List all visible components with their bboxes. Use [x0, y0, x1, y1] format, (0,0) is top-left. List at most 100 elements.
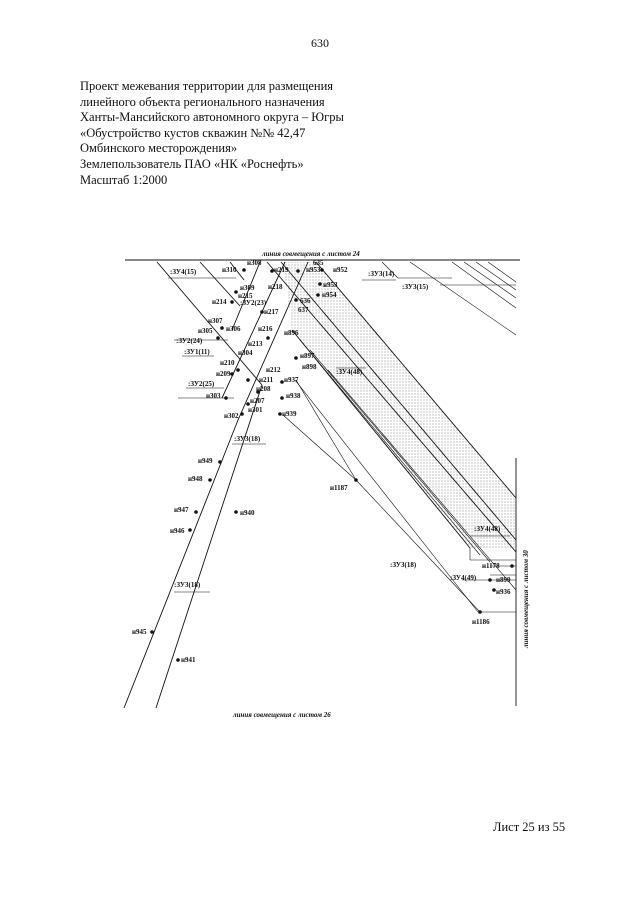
survey-point — [294, 298, 298, 302]
header-line: Землепользователь ПАО «НК «Роснефть» — [80, 156, 304, 171]
survey-point — [208, 478, 212, 482]
survey-point — [280, 380, 284, 384]
survey-point — [194, 510, 198, 514]
point-label: н946 — [170, 527, 185, 535]
point-label: н947 — [174, 506, 189, 514]
point-label: н305 — [198, 327, 213, 335]
point-label: н896 — [284, 329, 299, 337]
parcel-label: :ЗУ2(25) — [188, 380, 215, 388]
point-label: н948 — [188, 475, 203, 483]
point-label: н219 — [274, 266, 289, 274]
parcel-label: :ЗУ2(24) — [176, 337, 203, 345]
point-label: н940 — [240, 509, 255, 517]
survey-point — [246, 378, 250, 382]
point-label: н308 — [247, 259, 262, 267]
point-label: 636 — [300, 297, 311, 305]
header-line: линейного объекта регионального назначен… — [80, 94, 325, 109]
survey-point — [488, 578, 492, 582]
point-label: н301 — [248, 406, 263, 414]
survey-point — [234, 510, 238, 514]
survey-point — [236, 368, 240, 372]
survey-point — [294, 356, 298, 360]
point-label: н217 — [264, 308, 279, 316]
point-label: н218 — [268, 283, 283, 291]
parcel-label: :ЗУ3(15) — [402, 283, 429, 291]
scale-label: Масштаб 1:2000 — [80, 172, 168, 187]
point-label: н212 — [266, 366, 281, 374]
point-label: н309 — [240, 284, 255, 292]
point-label: н307 — [208, 317, 223, 325]
survey-point — [320, 268, 324, 272]
parcel-label: :ЗУ3(18) — [234, 435, 261, 443]
parcel-label: :ЗУ3(14) — [368, 270, 395, 278]
point-label: н941 — [181, 656, 196, 664]
point-label: н303 — [206, 392, 221, 400]
survey-point — [266, 336, 270, 340]
point-label: н216 — [258, 325, 273, 333]
point-label: н1187 — [330, 484, 348, 492]
point-label: н937 — [284, 376, 299, 384]
match-line-right-label: линия совмещения с листом 30 — [522, 550, 530, 649]
header-line: «Обустройство кустов скважин №№ 42,47 — [80, 125, 306, 140]
match-line-bottom-label: линия совмещения с листом 26 — [232, 711, 331, 719]
survey-point — [150, 630, 154, 634]
survey-point — [280, 396, 284, 400]
survey-point — [176, 658, 180, 662]
page-number: 630 — [311, 36, 329, 50]
survey-point — [270, 269, 274, 273]
point-label: н302 — [224, 412, 239, 420]
point-label: н945 — [132, 628, 147, 636]
survey-point — [216, 336, 220, 340]
survey-point — [296, 269, 300, 273]
survey-point — [246, 402, 250, 406]
sheet-number: Лист 25 из 55 — [493, 820, 566, 834]
point-label: н936 — [496, 588, 511, 596]
point-label: н208 — [256, 385, 271, 393]
survey-point — [316, 293, 320, 297]
survey-point — [224, 396, 228, 400]
survey-point — [354, 478, 358, 482]
survey-points — [150, 268, 514, 662]
header-line: Ханты-Мансийского автономного округа – Ю… — [80, 110, 344, 125]
parcel-label: :ЗУ4(48) — [474, 525, 501, 533]
parcel-label: :ЗУ1(11) — [184, 348, 210, 356]
point-label: н211 — [259, 376, 274, 384]
survey-point — [234, 290, 238, 294]
point-label: н898 — [302, 363, 317, 371]
point-label: н954 — [322, 291, 337, 299]
point-label: н952 — [333, 266, 348, 274]
parcel-label: :ЗУ2(23) — [240, 299, 267, 307]
survey-point — [230, 372, 234, 376]
survey-point — [318, 282, 322, 286]
corridor-lines — [266, 261, 517, 613]
point-label: н899 — [496, 576, 511, 584]
survey-point — [510, 564, 514, 568]
parcel-label: :ЗУ3(18) — [174, 581, 201, 589]
survey-point — [256, 390, 260, 394]
point-label: н953 — [323, 281, 338, 289]
point-label: н214 — [212, 298, 227, 306]
point-label: н213 — [248, 340, 263, 348]
point-label: н207 — [250, 397, 265, 405]
header-line: Проект межевания территории для размещен… — [80, 79, 334, 93]
survey-point — [242, 268, 246, 272]
point-label: н1186 — [472, 618, 490, 626]
survey-point — [492, 588, 496, 592]
point-label: 635 — [313, 259, 324, 267]
parcel-label: :ЗУ3(18) — [390, 561, 417, 569]
survey-point — [188, 528, 192, 532]
point-label: н953 — [306, 266, 321, 274]
point-label: н949 — [198, 457, 213, 465]
survey-point — [230, 300, 234, 304]
point-label: н897 — [300, 352, 315, 360]
point-label: н210 — [220, 359, 235, 367]
survey-point — [220, 326, 224, 330]
survey-point — [240, 412, 244, 416]
point-label: н310 — [222, 266, 237, 274]
parcel-label: :ЗУ4(15) — [170, 268, 197, 276]
survey-point — [278, 412, 282, 416]
point-label: н304 — [238, 349, 253, 357]
point-label: н938 — [286, 392, 301, 400]
document-header: Проект межевания территории для размещен… — [80, 79, 380, 188]
